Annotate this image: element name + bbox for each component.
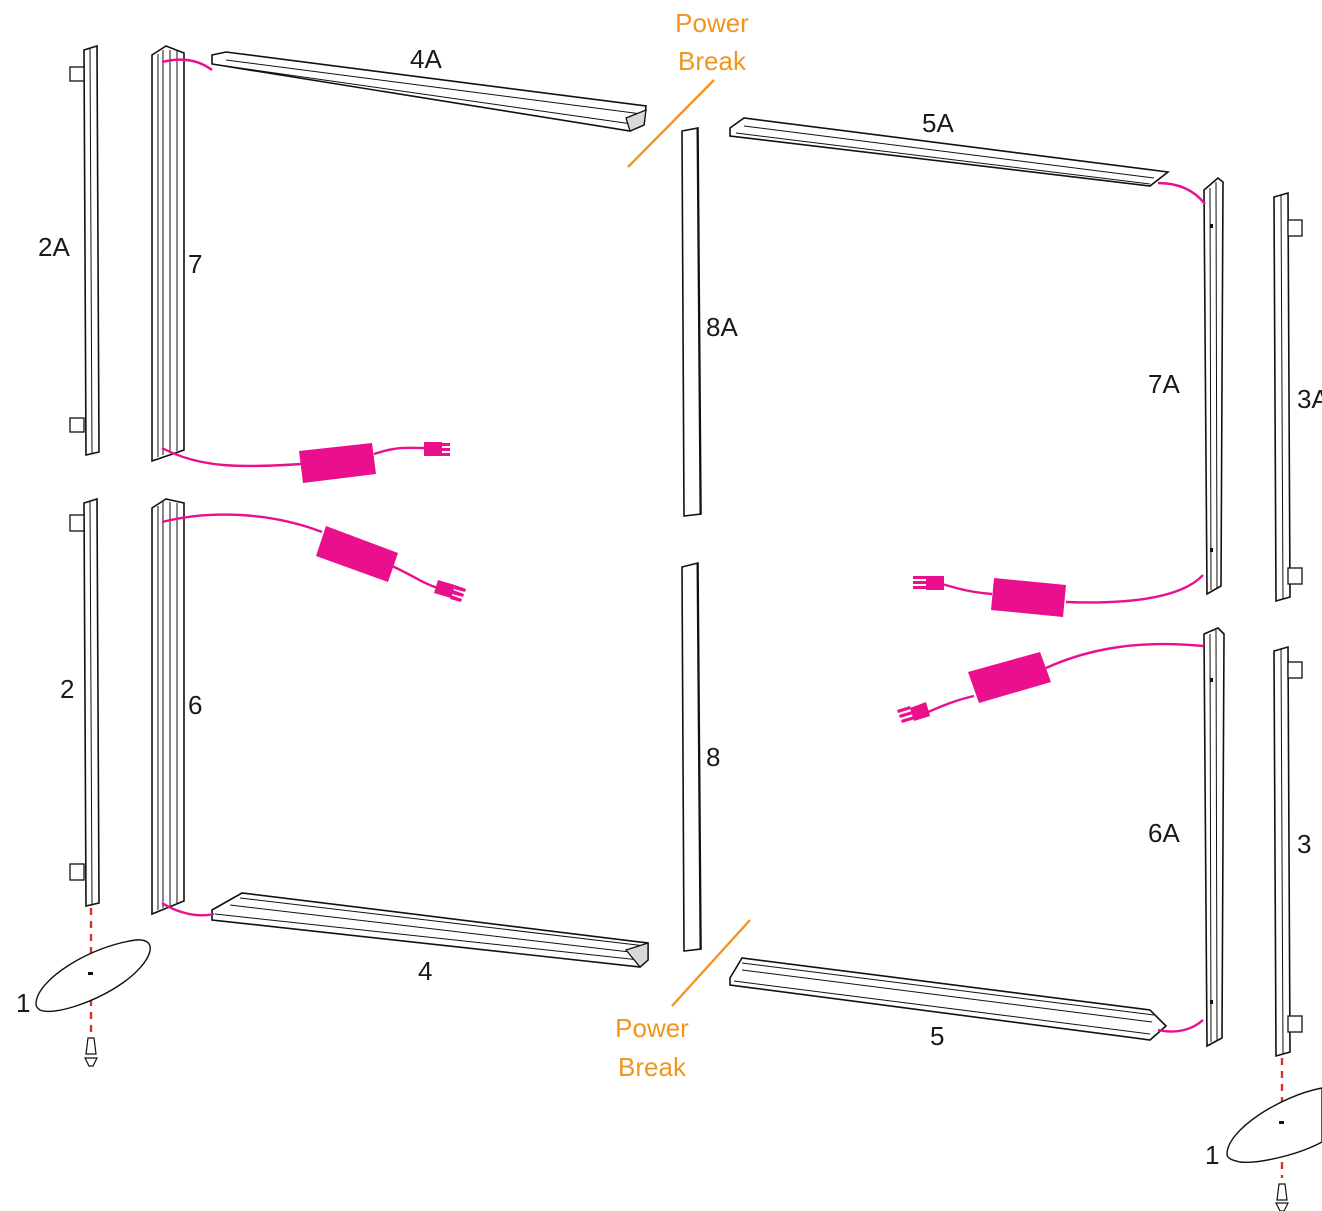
- label-8: 8: [706, 742, 720, 772]
- label-1-right: 1: [1205, 1140, 1219, 1170]
- led-driver-middle-left: [316, 526, 466, 602]
- base-plate-left: [35, 908, 151, 1067]
- label-2: 2: [60, 674, 74, 704]
- power-break-top: Power Break: [627, 8, 749, 168]
- power-break-top-line1: Power: [675, 8, 749, 38]
- power-break-bottom-line2: Break: [618, 1052, 687, 1082]
- label-4: 4: [418, 956, 432, 986]
- base-plate-right: [1226, 1058, 1322, 1211]
- label-6a: 6A: [1148, 818, 1180, 848]
- label-5a: 5A: [922, 108, 954, 138]
- label-3a: 3A: [1297, 384, 1322, 414]
- part-4-horizontal-frame: [211, 892, 649, 968]
- part-4a-horizontal-frame: [211, 51, 647, 132]
- part-8-center-bar: [681, 561, 702, 952]
- power-break-bottom-line1: Power: [615, 1013, 689, 1043]
- led-driver-upper-left: [299, 442, 450, 483]
- part-2-bracket-post: [69, 497, 100, 908]
- part-3-bracket-post: [1273, 645, 1303, 1058]
- label-1-left: 1: [16, 988, 30, 1018]
- part-7-vertical-frame: [151, 45, 185, 463]
- led-driver-middle-right: [913, 576, 1066, 617]
- label-2a: 2A: [38, 232, 70, 262]
- part-8a-center-bar: [681, 127, 702, 517]
- label-4a: 4A: [410, 44, 442, 74]
- label-8a: 8A: [706, 312, 738, 342]
- part-2a-bracket-post: [69, 44, 100, 457]
- part-5a-horizontal-frame: [729, 117, 1171, 187]
- power-break-bottom: Power Break: [615, 919, 751, 1082]
- label-3: 3: [1297, 829, 1311, 859]
- label-7: 7: [188, 249, 202, 279]
- part-5-horizontal-frame: [729, 957, 1168, 1041]
- label-7a: 7A: [1148, 369, 1180, 399]
- power-break-top-line2: Break: [678, 46, 747, 76]
- led-wiring: [161, 58, 1206, 1033]
- label-6: 6: [188, 690, 202, 720]
- label-5: 5: [930, 1021, 944, 1051]
- part-6-vertical-frame: [151, 498, 185, 916]
- part-3a-bracket-post: [1273, 191, 1303, 603]
- led-driver-lower-right: [897, 652, 1051, 723]
- part-6a-vertical-frame: [1203, 627, 1225, 1048]
- part-7a-vertical-frame: [1203, 176, 1224, 596]
